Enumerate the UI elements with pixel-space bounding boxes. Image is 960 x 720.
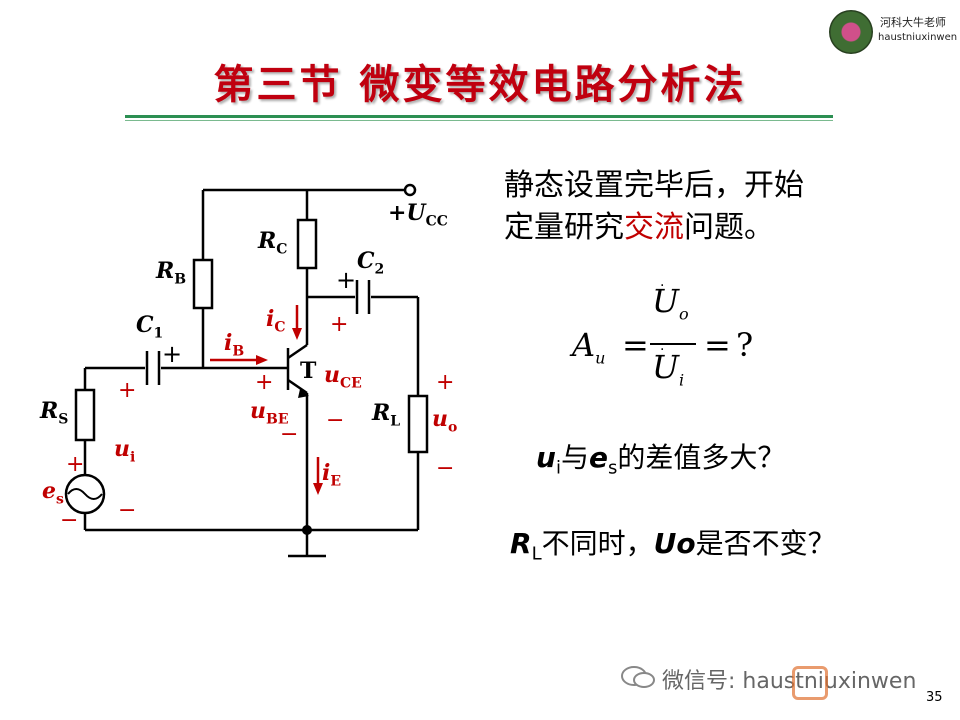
ie-label: iE [322, 460, 342, 490]
c2-label: C2 [357, 248, 385, 278]
ube-label: uBE [250, 398, 289, 428]
page-number: 35 [926, 690, 943, 705]
equals-2: = [704, 326, 731, 364]
ui-plus: + [118, 378, 137, 403]
question-1: ui与es的差值多大？ [536, 441, 786, 479]
uce-plus: + [330, 312, 349, 337]
rl-label: RL [372, 400, 401, 430]
uo-plus: + [436, 370, 455, 395]
watermark-text: 微信号: haustniuxinwen [662, 669, 917, 694]
ube-minus: − [280, 422, 299, 447]
ui-label: ui [114, 436, 136, 466]
question-mark: ? [736, 326, 754, 364]
fraction-bar [650, 343, 696, 345]
c2-plus: + [336, 266, 357, 294]
title-rule-thin [125, 120, 833, 121]
title-rule [125, 115, 833, 118]
ic-label: iC [266, 306, 286, 336]
equals-1: = [622, 326, 649, 364]
uce-minus: − [326, 408, 345, 433]
es-plus: + [66, 452, 85, 477]
question-2: RL不同时，Uo是否不变？ [510, 527, 836, 565]
logo-avatar [829, 10, 873, 54]
numerator-dot: · [660, 278, 665, 294]
transistor-label: T [300, 358, 317, 384]
rs-label: RS [40, 398, 69, 428]
uo-label: uo [432, 406, 458, 436]
wechat-icon [621, 666, 655, 688]
denominator-dot: · [660, 342, 665, 358]
c1-label: C1 [136, 312, 164, 342]
ib-label: iB [224, 330, 245, 360]
rc-label: RC [258, 228, 288, 258]
uo-minus: − [436, 456, 455, 481]
ac-highlight: 交流 [624, 210, 684, 245]
uce-label: uCE [324, 362, 362, 392]
c1-plus: + [162, 340, 183, 368]
intro-line-1: 静态设置完毕后，开始 [504, 168, 804, 203]
es-minus: − [60, 508, 79, 533]
intro-line-2: 定量研究交流问题。 [504, 210, 774, 245]
watermark-stamp [792, 666, 828, 700]
gain-symbol: Au [572, 326, 606, 368]
slide-title: 第三节 微变等效电路分析法 [213, 61, 747, 108]
vcc-label: +UCC [388, 200, 448, 230]
logo-name-en: haustniuxinwen [878, 32, 958, 43]
ui-minus: − [118, 498, 137, 523]
es-label: es [42, 478, 64, 508]
ube-plus: + [255, 370, 274, 395]
numerator: Uo [652, 282, 689, 324]
rb-label: RB [156, 258, 187, 288]
logo-name-cn: 河科大牛老师 [880, 16, 946, 29]
denominator: Ui [652, 348, 685, 390]
